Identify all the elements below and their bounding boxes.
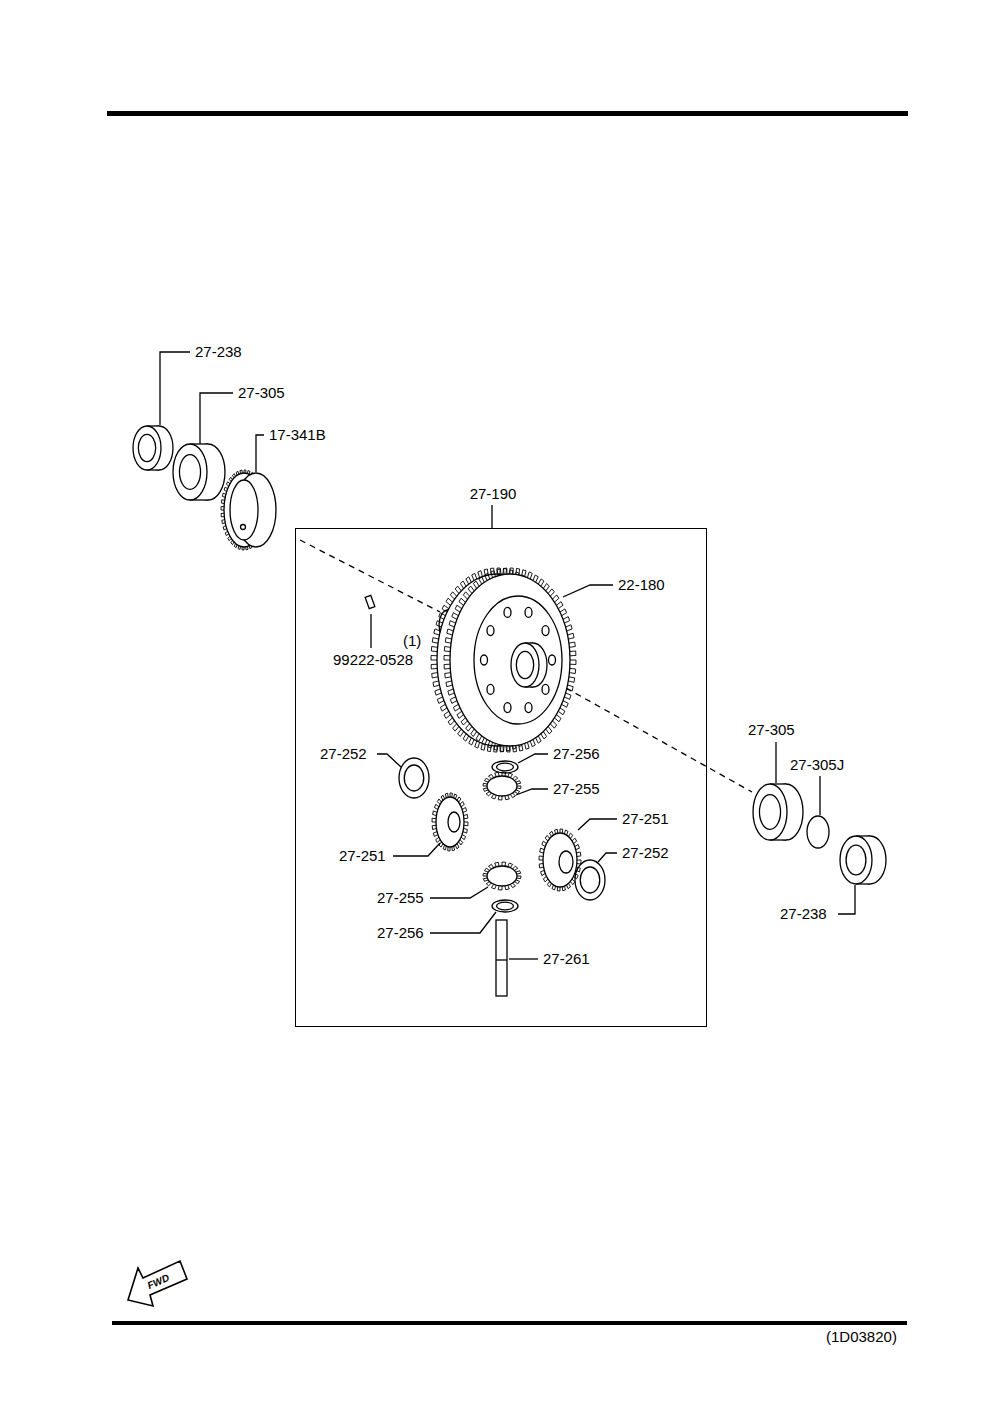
bearing [753,784,803,840]
callout-number: 27-261 [543,950,590,968]
assembly-box: 27-190 [295,528,707,1027]
drawing [128,426,886,1306]
pinion-washer [492,761,518,773]
leader-line [819,776,820,815]
leader-line [838,885,855,914]
callout-number: 27-255 [553,780,600,798]
bottom-rule [112,1321,907,1325]
pinion-gear [483,862,521,890]
leader-line [509,958,538,959]
oil-seal [133,426,173,470]
callout-number: 99222-0528 [333,651,413,669]
case-hub [511,643,547,687]
callout-number: 27-251 [339,847,386,865]
leader-line [518,754,548,763]
leader-line [598,853,617,862]
thrust-washer [399,758,429,798]
quantity-note: (1) [403,632,421,650]
callout-number: 27-190 [470,485,517,503]
pinion-shaft [496,920,507,996]
callout-number: 27-255 [377,889,424,907]
callout-number: 27-238 [780,905,827,923]
callout-number: 27-252 [320,745,367,763]
leader-line [393,843,440,856]
callout-number: 27-238 [195,343,242,361]
callout-number: 17-341B [269,426,326,444]
leader-line [578,819,617,830]
leader-line [775,742,776,783]
fwd-arrow [128,1261,187,1306]
leader-line [200,393,233,444]
leader-line [516,789,548,795]
leader-line [430,912,496,933]
leader-line [256,435,264,472]
leader-line [430,887,488,898]
callout-number: 27-256 [553,745,600,763]
bearing [173,444,225,500]
oil-seal [840,836,886,884]
side-gear [432,793,468,851]
ring-gear [444,568,576,752]
figure-id: (1D03820) [826,1328,897,1346]
top-rule [107,111,908,116]
callout-number: 27-251 [622,810,669,828]
leader-line [377,754,401,767]
callout-number: 27-305 [748,721,795,739]
callout-number: 27-305J [790,756,844,774]
leader-line [563,585,613,597]
side-gear [539,829,581,891]
callout-number: 22-180 [618,576,665,594]
shim [807,816,829,848]
callout-number: 27-305 [238,384,285,402]
leader-line [160,352,190,425]
leader-line [370,614,371,648]
pinion-washer [492,900,518,912]
callout-number: 27-256 [377,924,424,942]
callout-number: 27-252 [622,844,669,862]
pinion-gear [483,772,521,800]
thrust-washer [575,860,605,900]
leader-line [491,505,492,528]
